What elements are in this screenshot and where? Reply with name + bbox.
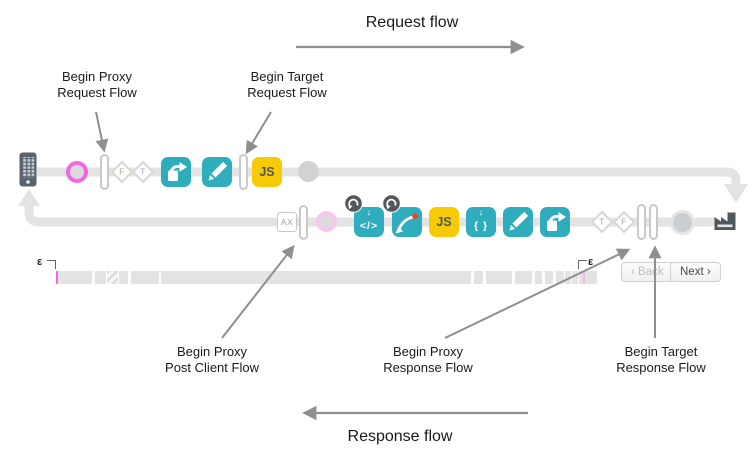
timeline-right-bracket [578, 260, 587, 269]
iteration-badge-icon [344, 194, 363, 213]
service-callout-policy[interactable] [540, 207, 570, 237]
proxy-post-client-flow-marker[interactable] [299, 205, 308, 240]
timeline-segment[interactable] [579, 271, 597, 284]
service-callout-policy[interactable] [161, 157, 191, 187]
proxy-request-flow-marker[interactable] [100, 154, 109, 190]
request-end-step[interactable] [298, 161, 319, 182]
route-icon [395, 213, 418, 234]
timeline-segment[interactable] [161, 271, 471, 284]
next-button[interactable]: Next › [670, 262, 721, 282]
pencil-icon [509, 211, 529, 231]
javascript-policy[interactable]: JS [429, 207, 459, 237]
response-end-step[interactable] [670, 210, 695, 235]
pencil-icon [208, 161, 228, 181]
condition-false-diamond[interactable]: F [612, 210, 636, 234]
timeline-segment[interactable] [515, 271, 532, 284]
request-flow-title: Request flow [365, 14, 459, 31]
braces-icon: { } [473, 219, 489, 232]
timeline-playhead-tick[interactable] [56, 271, 58, 284]
target-request-flow-marker[interactable] [239, 154, 248, 190]
mobile-client-icon [19, 152, 37, 187]
service-callout-icon [168, 162, 187, 181]
timeline-segment[interactable] [486, 271, 512, 284]
timeline-segment[interactable] [474, 271, 483, 284]
timeline-left-epsilon: ε [37, 256, 43, 268]
timeline-left-bracket [47, 260, 56, 269]
code-icon: </> [359, 219, 379, 232]
timeline-segment[interactable] [556, 271, 564, 284]
condition-true-diamond[interactable]: T [131, 160, 155, 184]
javascript-policy[interactable]: JS [252, 157, 282, 187]
timeline-bar[interactable] [56, 271, 597, 284]
down-arrow-icon: ↓ [478, 207, 484, 217]
timeline-segment[interactable] [131, 271, 159, 284]
response-flow-title: Response flow [347, 428, 453, 445]
timeline-segment-hatched[interactable] [107, 271, 118, 284]
ax-marker[interactable]: AX [277, 212, 297, 232]
down-arrow-icon: ↓ [366, 207, 372, 217]
timeline-segment[interactable] [535, 271, 542, 284]
response-start-step[interactable] [316, 211, 337, 232]
target-response-flow-marker[interactable] [649, 204, 658, 240]
json-transform-policy[interactable]: ↓ { } [466, 207, 496, 237]
proxy-request-start-step[interactable] [66, 161, 88, 183]
extract-variables-policy[interactable]: ↓ </> [354, 207, 384, 237]
route-policy[interactable] [392, 207, 422, 237]
proxy-response-flow-marker[interactable] [637, 204, 646, 240]
factory-icon [711, 206, 739, 234]
timeline-playhead-tick[interactable] [583, 271, 585, 284]
timeline-segment[interactable] [119, 271, 128, 284]
timeline-segment[interactable] [56, 271, 92, 284]
condition-true-diamond[interactable]: T [590, 210, 614, 234]
timeline-segment[interactable] [565, 271, 571, 284]
timeline-segment[interactable] [95, 271, 106, 284]
timeline-segment[interactable] [572, 271, 578, 284]
timeline-segment[interactable] [545, 271, 553, 284]
back-button[interactable]: ‹ Back [621, 262, 674, 282]
condition-false-diamond[interactable]: F [110, 160, 134, 184]
service-callout-icon [547, 212, 566, 231]
timeline-right-epsilon: ε [588, 256, 594, 268]
assign-message-policy[interactable] [503, 207, 533, 237]
iteration-badge-icon [382, 194, 401, 213]
assign-message-policy[interactable] [202, 157, 232, 187]
